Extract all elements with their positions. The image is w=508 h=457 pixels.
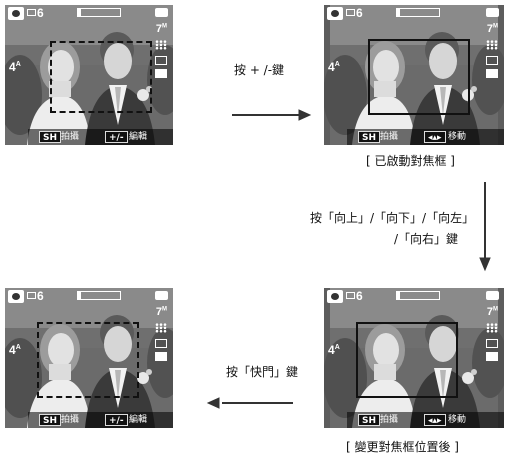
battery-icon <box>155 291 168 300</box>
shots-remaining: 6 <box>356 6 363 20</box>
plus-minus-key-label: 編輯 <box>129 415 148 425</box>
flash-mode: A <box>334 344 340 351</box>
metering-icon <box>155 56 167 65</box>
sh-key: SH <box>39 131 62 143</box>
sh-key-label: 拍攝 <box>61 415 80 425</box>
resolution-unit: M <box>493 23 498 30</box>
resolution-indicator: 7M <box>487 306 498 318</box>
resolution-indicator: 7M <box>156 306 167 318</box>
flash-auto-indicator: 4A <box>9 60 21 74</box>
sh-key: SH <box>39 414 62 426</box>
image-size-icon <box>346 292 355 299</box>
arrow-right <box>232 109 312 121</box>
battery-icon <box>155 8 168 17</box>
shots-remaining: 6 <box>37 6 44 20</box>
resolution-unit: M <box>162 23 167 30</box>
bottom-status-bar <box>28 412 173 428</box>
direction-key-label: 移動 <box>448 132 467 142</box>
image-size-icon <box>346 9 355 16</box>
camera-screen-bottom-right: 6 7M 4A SH 拍攝 ◂▴▸ 移動 <box>324 288 504 428</box>
plus-minus-key: +/- <box>105 131 128 143</box>
white-balance-icon <box>486 69 498 78</box>
step-press-plus-minus: 按 + /-鍵 <box>234 63 285 77</box>
flash-auto-indicator: 4A <box>9 343 21 357</box>
step-press-directions-line1: 按「向上」/「向下」/「向左」 <box>310 211 475 225</box>
direction-key: ◂▴▸ <box>424 131 446 143</box>
memory-bar <box>77 291 121 300</box>
flash-mode: A <box>15 344 21 351</box>
flash-icon: 4 <box>328 343 335 357</box>
resolution-indicator: 7M <box>487 23 498 35</box>
focus-frame-inactive <box>50 41 152 113</box>
quality-icon <box>486 40 498 50</box>
flash-mode: A <box>15 61 21 68</box>
resolution-unit: M <box>162 306 167 313</box>
sh-key-label: 拍攝 <box>61 132 80 142</box>
flash-icon: 4 <box>9 343 16 357</box>
camera-screen-bottom-left: 6 7M 4A SH 拍攝 +/- 編輯 <box>5 288 173 428</box>
battery-icon <box>486 291 499 300</box>
resolution-value: 7 <box>155 23 162 35</box>
resolution-value: 7 <box>486 23 493 35</box>
step-press-directions-line2: /「向右」鍵 <box>394 232 459 246</box>
caption-after-change-position: [ 變更對焦框位置後 ] <box>346 440 459 454</box>
flash-icon: 4 <box>9 60 16 74</box>
focus-frame-moved <box>37 322 139 398</box>
flash-mode: A <box>334 61 340 68</box>
quality-icon <box>155 40 167 50</box>
arrow-down <box>479 182 491 272</box>
metering-icon <box>155 339 167 348</box>
focus-frame-active <box>368 39 470 115</box>
direction-key-label: 移動 <box>448 415 467 425</box>
arrow-left <box>206 397 293 409</box>
camera-mode-icon <box>8 7 24 20</box>
camera-mode-icon <box>327 290 343 303</box>
camera-screen-top-right: 6 7M 4A SH 拍攝 ◂▴▸ 移動 <box>324 5 504 145</box>
camera-mode-icon <box>8 290 24 303</box>
focus-frame-moved <box>356 322 458 398</box>
shots-remaining: 6 <box>356 289 363 303</box>
metering-icon <box>486 339 498 348</box>
resolution-value: 7 <box>486 306 493 318</box>
battery-icon <box>486 8 499 17</box>
quality-icon <box>486 323 498 333</box>
camera-mode-icon <box>327 7 343 20</box>
flash-auto-indicator: 4A <box>328 60 340 74</box>
resolution-indicator: 7M <box>156 23 167 35</box>
direction-key: ◂▴▸ <box>424 414 446 426</box>
plus-minus-key: +/- <box>105 414 128 426</box>
caption-focus-frame-activated: [ 已啟動對焦框 ] <box>366 154 455 168</box>
resolution-value: 7 <box>155 306 162 318</box>
step-press-shutter: 按「快門」鍵 <box>226 365 299 379</box>
flash-auto-indicator: 4A <box>328 343 340 357</box>
image-size-icon <box>27 9 36 16</box>
flash-icon: 4 <box>328 60 335 74</box>
quality-icon <box>155 323 167 333</box>
image-size-icon <box>27 292 36 299</box>
memory-bar <box>77 8 121 17</box>
white-balance-icon <box>155 352 167 361</box>
camera-screen-top-left: 6 7M 4A SH 拍攝 +/- 編輯 <box>5 5 173 145</box>
sh-key: SH <box>358 131 381 143</box>
white-balance-icon <box>486 352 498 361</box>
memory-bar <box>396 8 440 17</box>
white-balance-icon <box>155 69 167 78</box>
sh-key: SH <box>358 414 381 426</box>
sh-key-label: 拍攝 <box>380 132 399 142</box>
sh-key-label: 拍攝 <box>380 415 399 425</box>
metering-icon <box>486 56 498 65</box>
plus-minus-key-label: 編輯 <box>129 132 148 142</box>
shots-remaining: 6 <box>37 289 44 303</box>
memory-bar <box>396 291 440 300</box>
resolution-unit: M <box>493 306 498 313</box>
bottom-status-bar <box>28 129 173 145</box>
